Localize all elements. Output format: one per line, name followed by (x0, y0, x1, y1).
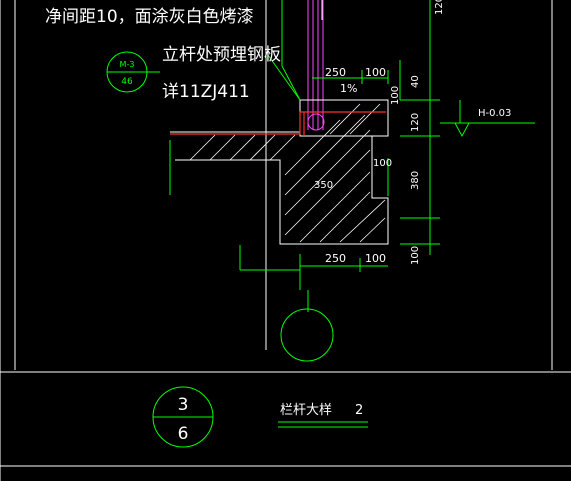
detail-bubble: 3 6 (152, 386, 214, 448)
railing-post (307, 0, 324, 130)
dim-bottom-250: 250 (325, 252, 346, 265)
concrete-hatch (189, 103, 386, 243)
detail-number: 2 (355, 403, 363, 418)
dim-top-100: 100 (365, 66, 386, 79)
dim-inner-350: 350 (314, 180, 333, 191)
dim-v-380: 380 (410, 171, 421, 190)
dim-v-120-top: 120 (434, 0, 445, 15)
dim-v-100-bottom: 100 (410, 246, 421, 265)
dim-inner-100: 100 (373, 158, 392, 169)
dimension-lines (169, 0, 535, 312)
dim-bottom-100: 100 (365, 252, 386, 265)
detail-title: 栏杆大样 (280, 403, 332, 418)
reference-bubble: M-3 46 (106, 51, 160, 93)
detail-bubble-bottom: 6 (178, 424, 189, 444)
note-line-1: 净间距10，面涂灰白色烤漆 (45, 7, 254, 27)
dim-v-120: 120 (410, 113, 421, 132)
detail-bubble-top: 3 (178, 395, 189, 415)
dim-right-100-top: 100 (390, 86, 401, 105)
dim-slope: 1% (340, 82, 357, 95)
note-line-3: 详11ZJ411 (162, 82, 250, 102)
title-block: 栏杆大样 2 (278, 403, 368, 428)
note-line-2: 立杆处预埋钢板 (162, 45, 281, 65)
ref-bubble-bottom: 46 (121, 77, 133, 87)
dim-top-250: 250 (325, 66, 346, 79)
concrete-section (170, 99, 389, 245)
ref-bubble-top: M-3 (120, 60, 135, 69)
section-circle (280, 308, 334, 362)
elevation-label: H-0.03 (478, 108, 511, 119)
dim-v-40: 40 (410, 75, 421, 88)
